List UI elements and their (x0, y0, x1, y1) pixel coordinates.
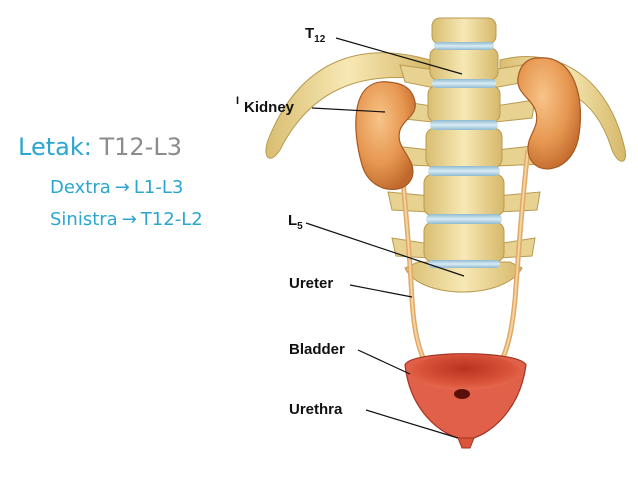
arrow-right-icon: → (121, 209, 137, 230)
kidneys (355, 57, 581, 190)
ureters (397, 149, 531, 370)
sinistra-label: Sinistra (50, 209, 118, 230)
urethra-label: Urethra (289, 401, 343, 418)
l5-label: L5 (288, 212, 303, 232)
dextra-label: Dextra (50, 177, 111, 198)
letak-line: Letak: T12-L3 (18, 133, 182, 161)
kidney-marker: I (236, 95, 240, 107)
dextra-line: Dextra→L1-L3 (50, 177, 183, 198)
ureter-label: Ureter (289, 275, 334, 292)
sinistra-line: Sinistra→T12-L2 (50, 209, 203, 230)
letak-label: Letak: (18, 133, 92, 161)
dextra-value: L1-L3 (133, 177, 184, 198)
bladder (404, 353, 527, 449)
sinistra-value: T12-L2 (140, 209, 203, 230)
arrow-right-icon: → (114, 177, 130, 198)
leader-lines (305, 37, 465, 439)
t12-label: T12 (305, 25, 326, 45)
bladder-label: Bladder (289, 341, 345, 358)
kidney-label: Kidney (244, 99, 295, 116)
letak-value: T12-L3 (99, 133, 182, 161)
